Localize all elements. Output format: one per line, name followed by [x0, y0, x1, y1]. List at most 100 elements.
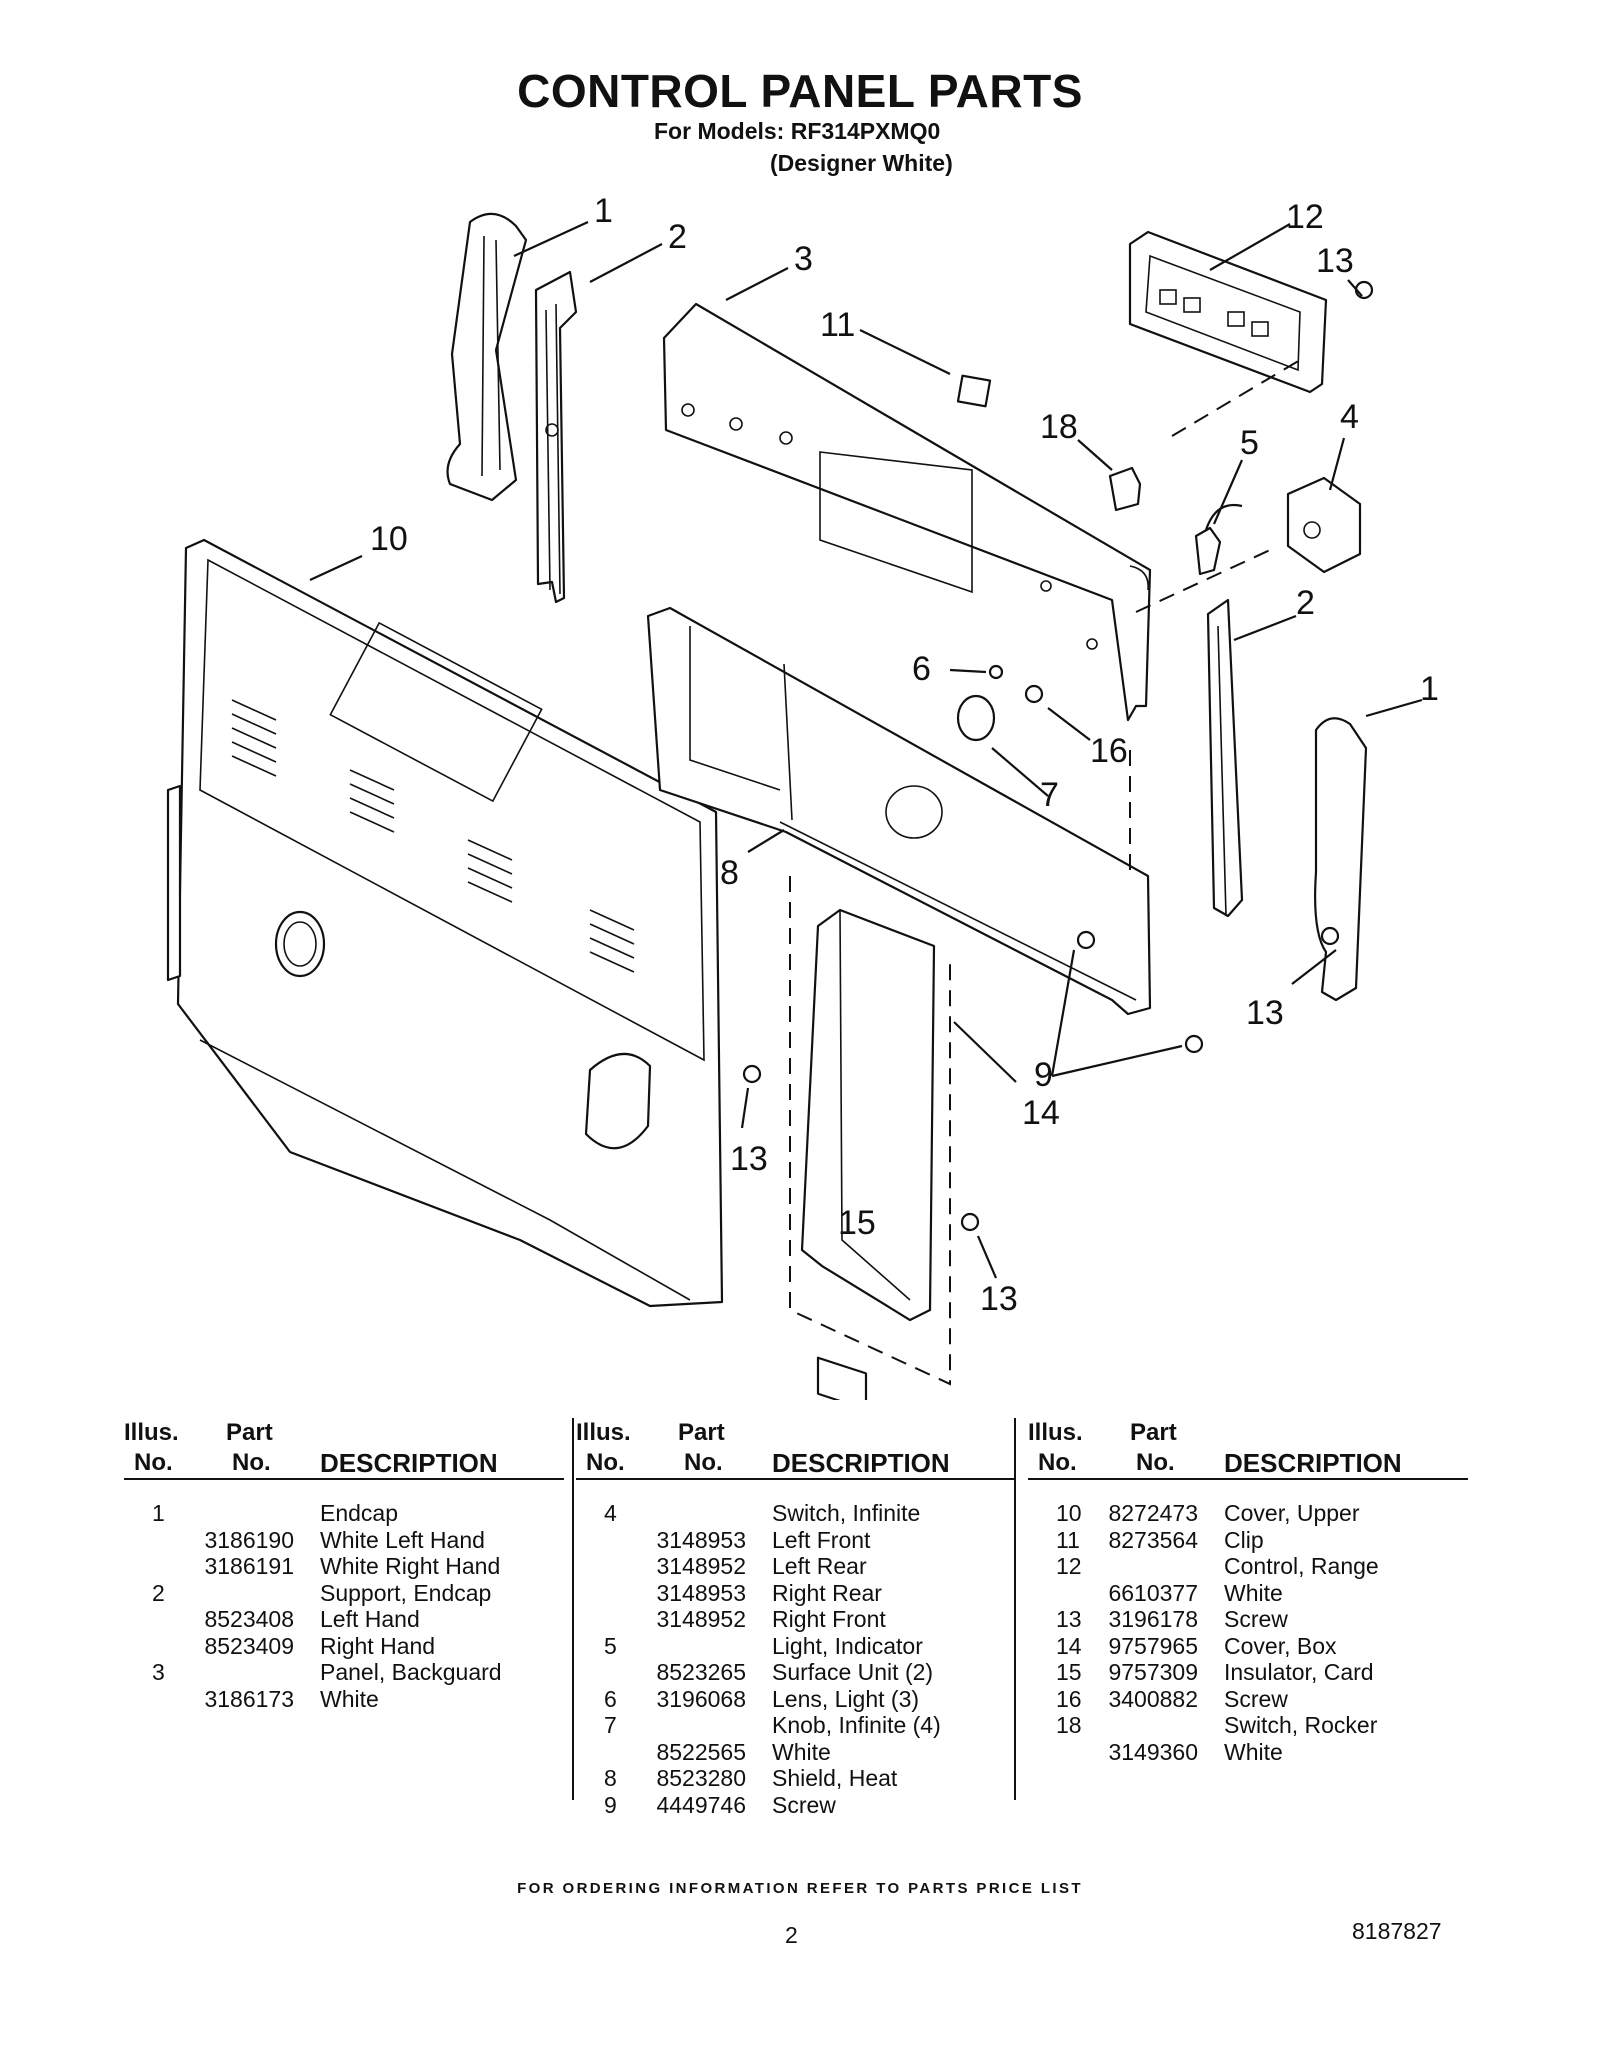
part-number: 3148953	[656, 1579, 746, 1606]
table-row: 8 8523280 Shield, Heat	[576, 1765, 1016, 1792]
part-description: White Right Hand	[320, 1553, 501, 1579]
header-description: DESCRIPTION	[320, 1448, 498, 1478]
part-15-card-insulator	[816, 1356, 868, 1400]
part-description: Insulator, Card	[1224, 1659, 1374, 1685]
part-description: Knob, Infinite (4)	[772, 1712, 941, 1738]
illus-number: 1	[152, 1500, 165, 1526]
part-description: Screw	[1224, 1685, 1288, 1712]
part-description: Left Hand	[320, 1606, 420, 1632]
callout-11: 11	[820, 306, 855, 344]
part-description: Support, Endcap	[320, 1579, 492, 1606]
part-number: 3196068	[656, 1685, 746, 1712]
header-illus: Illus.	[1028, 1419, 1083, 1446]
illus-number: 8	[604, 1765, 617, 1791]
table-row: 4 Switch, Infinite	[576, 1500, 1016, 1527]
part-number: 3186173	[204, 1685, 294, 1712]
part-number: 8523408	[204, 1606, 294, 1632]
part-2-support-left	[534, 270, 578, 604]
part-1-endcap-left	[446, 212, 528, 502]
callout-14: 14	[1022, 1094, 1060, 1132]
column-divider	[1014, 1418, 1016, 1800]
part-description: Right Rear	[772, 1579, 882, 1606]
part-number: 4449746	[656, 1791, 746, 1818]
part-description: Endcap	[320, 1500, 399, 1526]
part-description: Right Hand	[320, 1632, 436, 1659]
part-description: Lens, Light (3)	[772, 1685, 920, 1712]
illus-number: 6	[604, 1685, 617, 1712]
table-row: 14 9757965 Cover, Box	[1028, 1633, 1468, 1660]
illus-number: 9	[604, 1791, 617, 1818]
table-row: 8523265 Surface Unit (2)	[576, 1659, 1016, 1686]
table-row: 2 Support, Endcap	[124, 1580, 564, 1607]
callout-1-left: 1	[594, 192, 613, 230]
part-number: 8523280	[656, 1765, 746, 1791]
ordering-note: FOR ORDERING INFORMATION REFER TO PARTS …	[517, 1880, 1083, 1897]
part-description: Cover, Upper	[1224, 1500, 1360, 1526]
part-description: Screw	[772, 1791, 836, 1818]
part-13-screw-bottom	[960, 1212, 980, 1232]
variant-line: (Designer White)	[770, 150, 953, 176]
page-title: CONTROL PANEL PARTS	[517, 65, 1083, 117]
part-1-endcap-right	[1314, 717, 1368, 1002]
callout-7: 7	[1040, 776, 1059, 814]
parts-column-1: Illus. No. Part No. DESCRIPTION 1 Endcap 3…	[124, 1418, 564, 1712]
part-description: Left Front	[772, 1526, 871, 1553]
callout-2-right: 2	[1296, 584, 1315, 622]
callout-13-right: 13	[1246, 994, 1284, 1032]
part-number: 3149360	[1108, 1738, 1198, 1765]
part-description: Cover, Box	[1224, 1632, 1337, 1659]
part-number: 8523265	[656, 1659, 746, 1685]
header-illus-no: No.	[134, 1449, 173, 1476]
exploded-parts-diagram: 1 2 3 11 12 13 18 5 4 10 2 1 6 16 7 8 13…	[166, 192, 1439, 1400]
part-description: Shield, Heat	[772, 1765, 898, 1791]
callout-3: 3	[794, 240, 813, 278]
part-3-backguard-panel	[662, 302, 1152, 722]
part-description: Switch, Infinite	[772, 1500, 921, 1526]
part-13-screw-left	[742, 1064, 762, 1084]
part-2-support-right	[1206, 598, 1244, 918]
column-header: Illus. No. Part No. DESCRIPTION	[576, 1418, 1016, 1480]
part-description: Clip	[1224, 1526, 1264, 1553]
illus-number: 12	[1056, 1553, 1082, 1579]
part-number: 3148952	[656, 1553, 746, 1579]
part-16-screw	[1024, 684, 1044, 704]
part-description: White	[1224, 1738, 1283, 1765]
column-header: Illus. No. Part No. DESCRIPTION	[124, 1418, 564, 1480]
part-number: 9757965	[1108, 1632, 1198, 1659]
part-description: White	[772, 1738, 831, 1765]
part-description: Panel, Backguard	[320, 1659, 502, 1685]
part-4-infinite-switch	[1286, 476, 1362, 574]
illus-number: 14	[1056, 1632, 1082, 1659]
part-9-screw-a	[1076, 930, 1096, 950]
callout-13-bottom: 13	[980, 1280, 1018, 1318]
illus-number: 16	[1056, 1685, 1082, 1712]
part-number: 9757309	[1108, 1659, 1198, 1685]
callout-4: 4	[1340, 398, 1359, 436]
part-number: 6610377	[1108, 1579, 1198, 1606]
header-part: Part	[1130, 1419, 1177, 1446]
part-9-screw-b	[1184, 1034, 1204, 1054]
illus-number: 2	[152, 1579, 165, 1606]
part-5-indicator-light	[1194, 503, 1243, 576]
header-part-no: No.	[684, 1449, 723, 1476]
parts-column-2: Illus. No. Part No. DESCRIPTION 4 Switch,…	[576, 1418, 1016, 1818]
part-10-upper-cover	[166, 538, 724, 1308]
callout-8: 8	[720, 854, 739, 892]
part-description: Surface Unit (2)	[772, 1659, 934, 1685]
page-number: 2	[785, 1922, 798, 1948]
illus-number: 4	[604, 1500, 617, 1526]
header-part: Part	[226, 1419, 273, 1446]
